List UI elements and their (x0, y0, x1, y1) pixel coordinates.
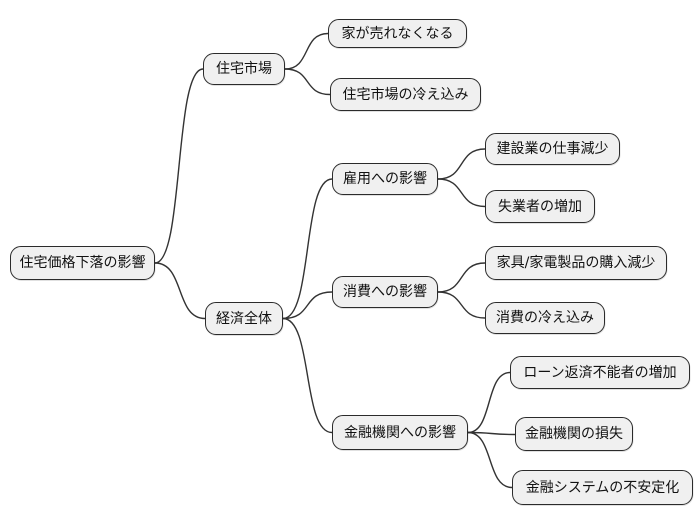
node-house-not-selling: 家が売れなくなる (328, 19, 467, 48)
edge-root-to-housing-market (154, 68, 204, 264)
node-overall-economy: 経済全体 (205, 302, 283, 335)
node-furniture-appliance-purchase-decrease: 家具/家電製品の購入減少 (485, 246, 667, 280)
edge-financial-to-institution-losses (467, 431, 516, 436)
edge-economy-to-financial-impact (282, 317, 333, 434)
edge-root-to-overall-economy (154, 262, 206, 320)
node-financial-institutions-impact: 金融機関への影響 (332, 415, 468, 450)
node-financial-system-instability: 金融システムの不安定化 (512, 470, 693, 505)
node-loan-default-increase: ローン返済不能者の増加 (510, 356, 690, 389)
node-housing-market-cooling: 住宅市場の冷え込み (330, 78, 481, 111)
edge-financial-to-system-instability (467, 431, 513, 489)
edge-economy-to-employment-impact (282, 178, 333, 320)
edge-employment-to-construction-jobs (437, 148, 486, 180)
edge-financial-to-loan-defaults (467, 371, 511, 434)
edge-consumption-to-consumption-cooling (437, 291, 486, 319)
node-construction-jobs-decrease: 建設業の仕事減少 (485, 133, 620, 165)
node-root-housing-price-decline-impact: 住宅価格下落の影響 (10, 246, 155, 280)
edge-housing-market-to-market-cooling (284, 68, 331, 96)
edge-housing-market-to-house-not-selling (284, 32, 329, 70)
edge-economy-to-consumption-impact (282, 291, 333, 320)
node-financial-institution-losses: 金融機関の損失 (515, 417, 633, 451)
node-consumption-impact: 消費への影響 (332, 276, 438, 308)
node-housing-market: 住宅市場 (203, 53, 285, 85)
node-employment-impact: 雇用への影響 (332, 163, 438, 195)
edge-consumption-to-furniture-purchases (437, 262, 486, 293)
node-consumption-cooling: 消費の冷え込み (485, 302, 605, 334)
node-unemployment-increase: 失業者の増加 (485, 190, 595, 223)
edge-employment-to-unemployment (437, 178, 486, 208)
